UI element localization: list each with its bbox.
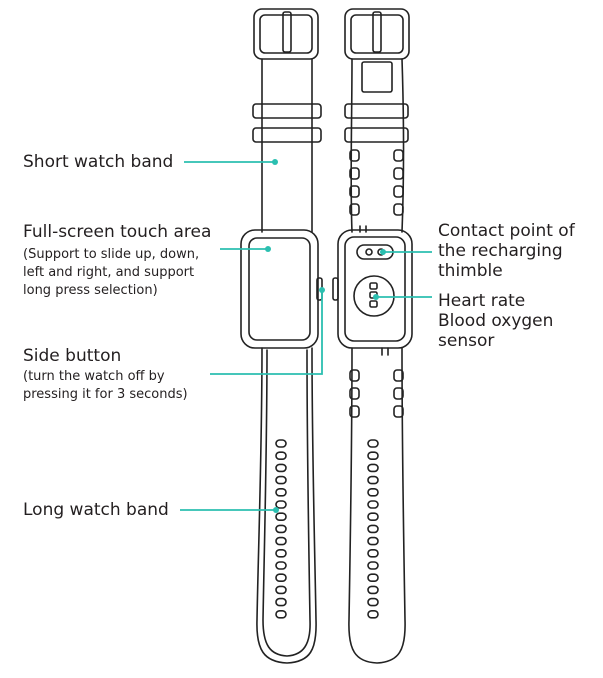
band-rib [393, 387, 404, 400]
back-short-band [344, 58, 409, 233]
front-long-band [256, 347, 317, 664]
back-watch [332, 8, 413, 664]
band-rib [393, 203, 404, 216]
band-hole [367, 512, 379, 522]
front-short-band [252, 58, 322, 233]
label-touch-area-desc-1: (Support to slide up, down, [23, 247, 200, 262]
band-hole [275, 609, 287, 619]
back-long-band [348, 347, 406, 664]
back-band-holes [367, 439, 379, 619]
callout-dot-long-band [273, 507, 279, 513]
band-hole [367, 609, 379, 619]
back-watch-body [332, 225, 413, 356]
band-rib [349, 387, 360, 400]
band-hole [275, 585, 287, 595]
band-hole [367, 536, 379, 546]
band-rib [349, 167, 360, 180]
label-sensor: Heart rate Blood oxygen sensor [438, 291, 553, 351]
band-hole [275, 512, 287, 522]
band-hole [367, 573, 379, 583]
band-hole [367, 487, 379, 497]
band-hole [367, 585, 379, 595]
band-hole [275, 487, 287, 497]
label-touch-area-desc-2: left and right, and support [23, 265, 195, 280]
band-hole [275, 475, 287, 485]
label-sensor-line-1: Heart rate [438, 291, 526, 311]
front-watch-body [240, 229, 323, 349]
label-contact-point-line-3: thimble [438, 261, 503, 281]
band-rib [393, 185, 404, 198]
callout-dot-contact-point [380, 249, 386, 255]
band-hole [275, 536, 287, 546]
band-hole [275, 451, 287, 461]
band-hole [367, 439, 379, 448]
band-hole [367, 500, 379, 509]
label-contact-point-line-1: Contact point of [438, 221, 575, 241]
band-rib [349, 369, 360, 382]
band-hole [275, 463, 287, 473]
label-contact-point-line-2: the recharging [438, 241, 563, 261]
callout-dot-sensor [373, 294, 379, 300]
band-hole [275, 500, 287, 509]
label-sensor-line-3: sensor [438, 331, 495, 351]
label-side-button: Side button (turn the watch off by press… [23, 346, 188, 404]
front-buckle [253, 8, 319, 60]
label-touch-area-title: Full-screen touch area [23, 222, 212, 242]
band-hole [367, 463, 379, 473]
callout-dot-touch-area [265, 246, 271, 252]
band-hole [275, 548, 287, 558]
band-hole [275, 439, 287, 448]
band-rib [349, 405, 360, 418]
band-rib [349, 149, 360, 162]
band-rib [393, 149, 404, 162]
band-rib [393, 369, 404, 382]
callout-side-button [210, 290, 323, 375]
label-side-button-title: Side button [23, 346, 122, 366]
front-watch [240, 8, 323, 664]
band-hole [275, 524, 287, 534]
front-band-holes [275, 439, 287, 619]
label-touch-area-desc-3: long press selection) [23, 283, 158, 298]
callout-dot-side-button [319, 287, 325, 293]
band-hole [367, 475, 379, 485]
back-band-ribs-bottom [349, 369, 404, 418]
label-contact-point: Contact point of the recharging thimble [438, 221, 575, 281]
band-hole [275, 597, 287, 607]
label-long-watch-band: Long watch band [23, 500, 169, 520]
back-buckle [344, 8, 410, 93]
band-rib [349, 185, 360, 198]
band-hole [367, 451, 379, 461]
label-touch-area: Full-screen touch area (Support to slide… [23, 222, 211, 300]
label-sensor-line-2: Blood oxygen [438, 311, 554, 331]
band-hole [275, 561, 287, 570]
callout-dot-short-band [272, 159, 278, 165]
band-hole [367, 524, 379, 534]
label-short-watch-band: Short watch band [23, 152, 174, 172]
band-hole [275, 573, 287, 583]
band-rib [393, 405, 404, 418]
band-hole [367, 548, 379, 558]
back-band-ribs-top [349, 149, 404, 216]
band-rib [349, 203, 360, 216]
label-side-button-desc-1: (turn the watch off by [23, 369, 165, 384]
label-side-button-desc-2: pressing it for 3 seconds) [23, 387, 188, 402]
band-rib [393, 167, 404, 180]
band-hole [367, 561, 379, 570]
band-hole [367, 597, 379, 607]
